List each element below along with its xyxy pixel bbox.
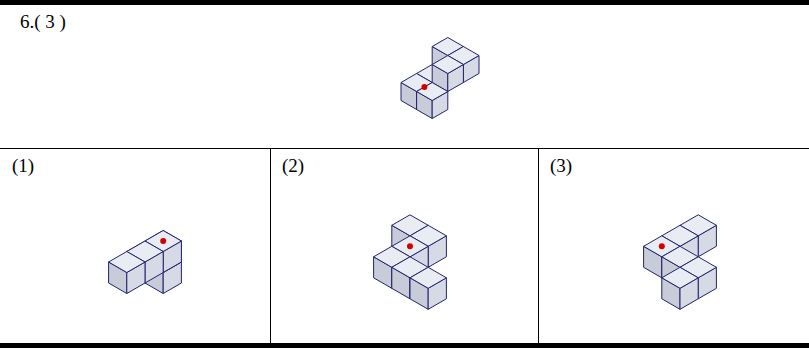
cube-figure: [374, 215, 447, 309]
cube-face: [109, 252, 145, 273]
red-dot: [160, 238, 166, 244]
option-number: (1): [12, 156, 34, 177]
column-rule: [270, 149, 271, 343]
column-rule: [538, 149, 539, 343]
option-number: (3): [550, 156, 572, 177]
top-thick-rule: [0, 0, 809, 5]
cube-face: [432, 56, 463, 74]
option-number: (2): [282, 156, 304, 177]
cube-face: [417, 83, 448, 101]
cube-face: [662, 267, 698, 288]
bottom-thick-rule: [0, 343, 809, 348]
red-dot: [407, 243, 413, 249]
question-number: 6.( 3 ): [20, 12, 66, 33]
cube-face: [410, 267, 446, 288]
red-dot: [421, 84, 427, 90]
cube-figure: [401, 38, 479, 119]
red-dot: [659, 243, 665, 249]
cube-figure: [109, 231, 182, 294]
cube-figure: [644, 215, 717, 309]
row-rule: [0, 148, 809, 149]
